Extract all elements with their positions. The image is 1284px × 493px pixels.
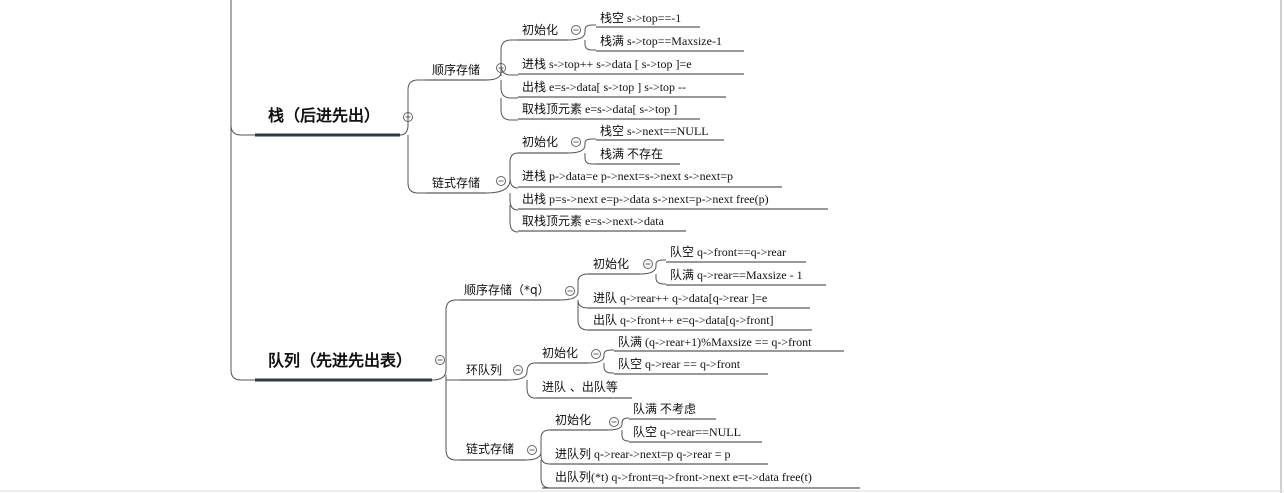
queue-branch-connector [431,299,460,461]
stack-link-pop: 出栈 p=s->next e=p->data s->next=p->next f… [522,191,769,206]
stack-link-init-toggle[interactable] [571,137,581,147]
stack-seq-label: 顺序存储 [432,62,480,77]
queue-seq-enq: 进队 q->rear++ q->data[q->rear ]=e [593,290,767,305]
stack-link-init-connector [567,138,596,165]
queue-title: 队列（先进先出表） [268,351,412,370]
queue-link-init-toggle[interactable] [609,417,619,427]
queue-circ-full: 队满 (q->rear+1)%Maxsize == q->front [618,334,812,349]
queue-seq-deq: 出队 q->front++ e=q->data[q->front] [593,312,774,327]
queue-seq-label: 顺序存储（*q） [464,282,550,297]
stack-branch-connector [399,79,427,194]
queue-link-full: 队满 不考虑 [633,401,696,416]
stack-seq-connector [485,39,518,121]
queue-seq-full: 队满 q->rear==Maxsize - 1 [670,267,803,282]
stack-seq-pop: 出栈 e=s->data[ s->top ] s->top -- [522,79,686,94]
queue-link-label: 链式存储 [466,441,514,456]
queue-circ-connector [507,362,537,399]
stack-link-empty: 栈空 s->next==NULL [600,123,709,138]
queue-circ-label: 环队列 [466,362,502,377]
stack-link-peek: 取栈顶元素 e=s->next->data [522,213,665,228]
queue-seq-connector [559,273,589,331]
queue-seq-empty: 队空 q->front==q->rear [670,244,786,259]
queue-circ-init-toggle[interactable] [591,349,601,359]
queue-link-enq: 进队列 q->rear->next=p q->rear = p [555,446,731,461]
stack-seq-full: 栈满 s->top==Maxsize-1 [600,33,722,48]
stack-seq-init-toggle[interactable] [571,25,581,35]
queue-toggle[interactable] [435,355,445,365]
queue-seq-init-toggle[interactable] [643,259,653,269]
stack-link-toggle[interactable] [496,176,506,186]
queue-circ-empty: 队空 q->rear == q->front [618,356,741,371]
queue-circ-toggle[interactable] [513,365,523,375]
queue-seq-init: 初始化 [593,257,629,271]
stack-seq-push: 进栈 s->top++ s->data [ s->top ]=e [522,56,692,71]
queue-circ-ops: 进队 、出队等 [542,379,618,394]
stack-link-init: 初始化 [522,135,558,149]
stack-link-connector [485,152,519,233]
stack-seq-peek: 取栈顶元素 e=s->data[ s->top ] [522,101,677,116]
root-connector [230,0,255,381]
queue-link-toggle[interactable] [527,445,537,455]
stack-link-label: 链式存储 [432,175,480,190]
stack-seq-init: 初始化 [522,23,558,37]
queue-seq-toggle[interactable] [565,286,575,296]
queue-circ-init: 初始化 [542,346,578,360]
stack-title: 栈（后进先出） [268,106,380,125]
queue-link-connector [524,429,551,489]
queue-circ-init-connector [587,349,614,374]
queue-seq-init-connector [639,259,666,285]
queue-link-init-connector [607,417,629,442]
stack-link-push: 进栈 p->data=e p->next=s->next s->next=p [522,168,733,183]
stack-seq-empty: 栈空 s->top==-1 [600,10,681,25]
queue-link-empty: 队空 q->rear==NULL [633,424,741,439]
queue-link-init: 初始化 [555,413,591,427]
stack-seq-init-connector [567,24,596,51]
queue-link-deq: 出队列(*t) q->front=q->front->next e=t->dat… [555,469,812,484]
stack-link-full: 栈满 不存在 [600,146,663,161]
